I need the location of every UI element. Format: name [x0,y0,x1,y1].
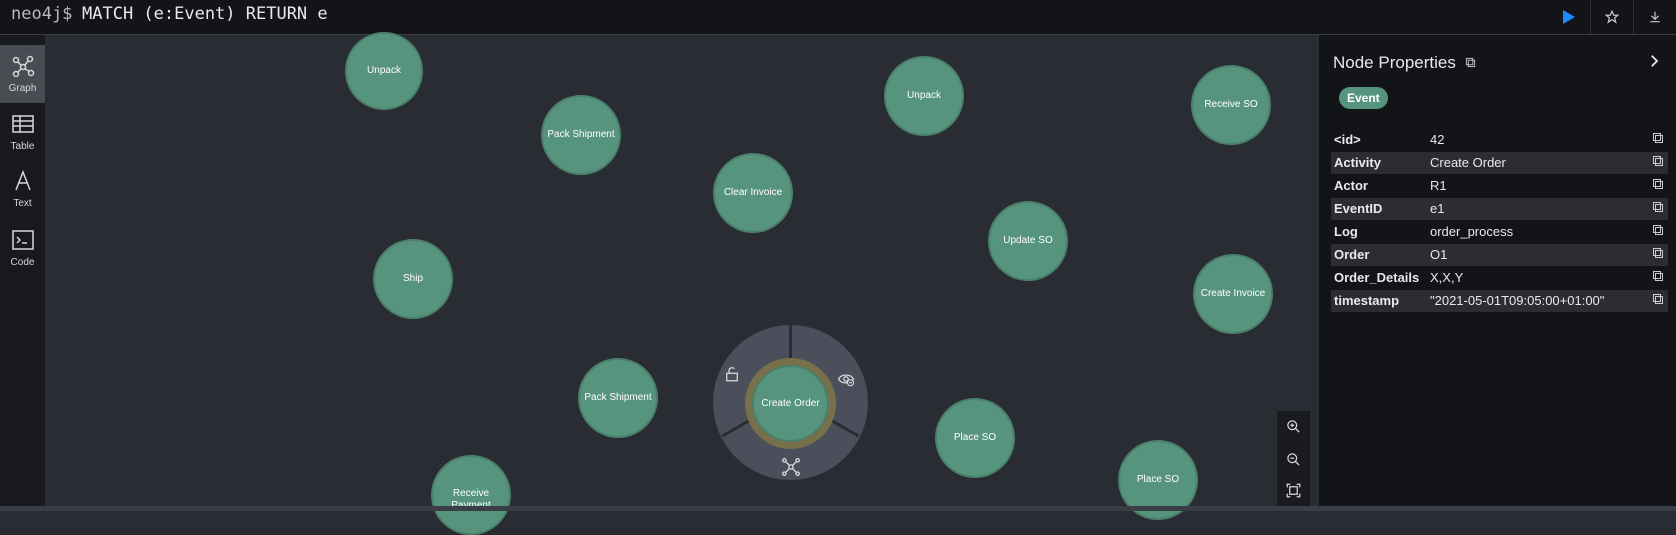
bottom-scrollbar[interactable] [0,506,1676,511]
property-value: Create Order [1430,155,1506,170]
copy-icon[interactable] [1652,155,1664,167]
favorite-button[interactable] [1590,0,1633,34]
graph-node[interactable]: Receive Payment [431,455,511,535]
zoom-controls [1277,411,1310,509]
copy-icon[interactable] [1465,57,1476,68]
graph-node[interactable]: Receive SO [1191,65,1271,145]
chevron-right-icon [1651,55,1659,67]
graph-icon [12,55,35,77]
property-row: <id> 42 [1331,129,1668,151]
property-key: EventID [1334,201,1383,216]
property-key: timestamp [1334,293,1400,308]
property-row: EventID e1 [1331,198,1668,220]
view-sidebar: Graph Table Text Code [0,35,45,511]
property-key: Order [1334,247,1370,262]
expand-relationships-icon [782,458,800,476]
code-icon [12,230,34,250]
panel-title: Node Properties [1333,53,1476,73]
property-key: Activity [1334,155,1381,170]
property-value: X,X,Y [1430,270,1464,285]
sidebar-item-label: Code [10,257,35,268]
property-value: e1 [1430,201,1445,216]
copy-icon[interactable] [1652,293,1664,305]
play-icon [1563,10,1575,24]
graph-node[interactable]: Unpack [345,32,423,110]
property-row: Order_Details X,X,Y [1331,267,1668,289]
copy-icon[interactable] [1652,224,1664,236]
ring-divider [789,325,792,358]
graph-node[interactable]: Create Invoice [1193,254,1273,334]
label-badge[interactable]: Event [1339,87,1388,109]
collapse-panel-button[interactable] [1645,52,1663,70]
copy-icon[interactable] [1652,247,1664,259]
query-input[interactable]: MATCH (e:Event) RETURN e [82,4,328,24]
graph-node[interactable]: Update SO [988,201,1068,281]
star-icon [1605,10,1619,24]
property-row: timestamp "2021-05-01T09:05:00+01:00" [1331,290,1668,312]
eye-hide-icon [837,374,855,387]
zoom-out-icon [1287,453,1300,466]
unlock-icon [726,367,738,382]
graph-node[interactable]: Unpack [884,56,964,136]
zoom-in-button[interactable] [1277,411,1310,442]
unlock-node-button[interactable] [723,365,741,383]
download-icon [1650,11,1660,23]
expand-node-button[interactable] [781,457,801,477]
text-icon [15,170,31,191]
property-row: Actor R1 [1331,175,1668,197]
copy-icon[interactable] [1652,201,1664,213]
node-properties-panel: Node Properties Event <id> 42 Activity C… [1318,35,1676,506]
zoom-out-button[interactable] [1277,444,1310,475]
panel-title-text: Node Properties [1333,53,1456,72]
property-value: O1 [1430,247,1448,262]
run-button[interactable] [1548,0,1590,34]
sidebar-item-table[interactable]: Table [0,103,45,161]
property-key: Order_Details [1334,270,1420,285]
copy-icon[interactable] [1652,270,1664,282]
graph-node[interactable]: Place SO [935,398,1015,478]
graph-node[interactable]: Pack Shipment [578,358,658,438]
sidebar-item-label: Table [10,141,35,152]
property-row: Log order_process [1331,221,1668,243]
sidebar-item-graph[interactable]: Graph [0,45,45,103]
dismiss-node-button[interactable] [837,370,855,388]
graph-node[interactable]: Pack Shipment [541,95,621,175]
property-value: "2021-05-01T09:05:00+01:00" [1430,293,1605,308]
property-key: <id> [1334,132,1361,147]
property-value: order_process [1430,224,1514,239]
copy-icon[interactable] [1652,178,1664,190]
graph-node[interactable]: Clear Invoice [713,153,793,233]
sidebar-item-code[interactable]: Code [0,219,45,277]
zoom-in-icon [1287,420,1300,433]
query-editor-bar: neo4j$ MATCH (e:Event) RETURN e [0,0,1676,35]
property-row: Order O1 [1331,244,1668,266]
property-key: Log [1334,224,1358,239]
fit-to-screen-button[interactable] [1277,475,1310,506]
property-value: 42 [1430,132,1445,147]
property-value: R1 [1430,178,1447,193]
sidebar-item-label: Text [13,198,32,209]
graph-canvas[interactable] [45,35,1318,506]
sidebar-item-label: Graph [8,83,37,94]
prompt-label: neo4j$ [11,4,73,24]
sidebar-item-text[interactable]: Text [0,160,45,218]
table-icon [12,115,34,133]
selected-graph-node[interactable]: Create Order [752,365,829,442]
download-button[interactable] [1633,0,1676,34]
copy-icon[interactable] [1652,132,1664,144]
fit-screen-icon [1286,483,1301,498]
property-key: Actor [1334,178,1368,193]
graph-node[interactable]: Ship [373,239,453,319]
property-row: Activity Create Order [1331,152,1668,174]
